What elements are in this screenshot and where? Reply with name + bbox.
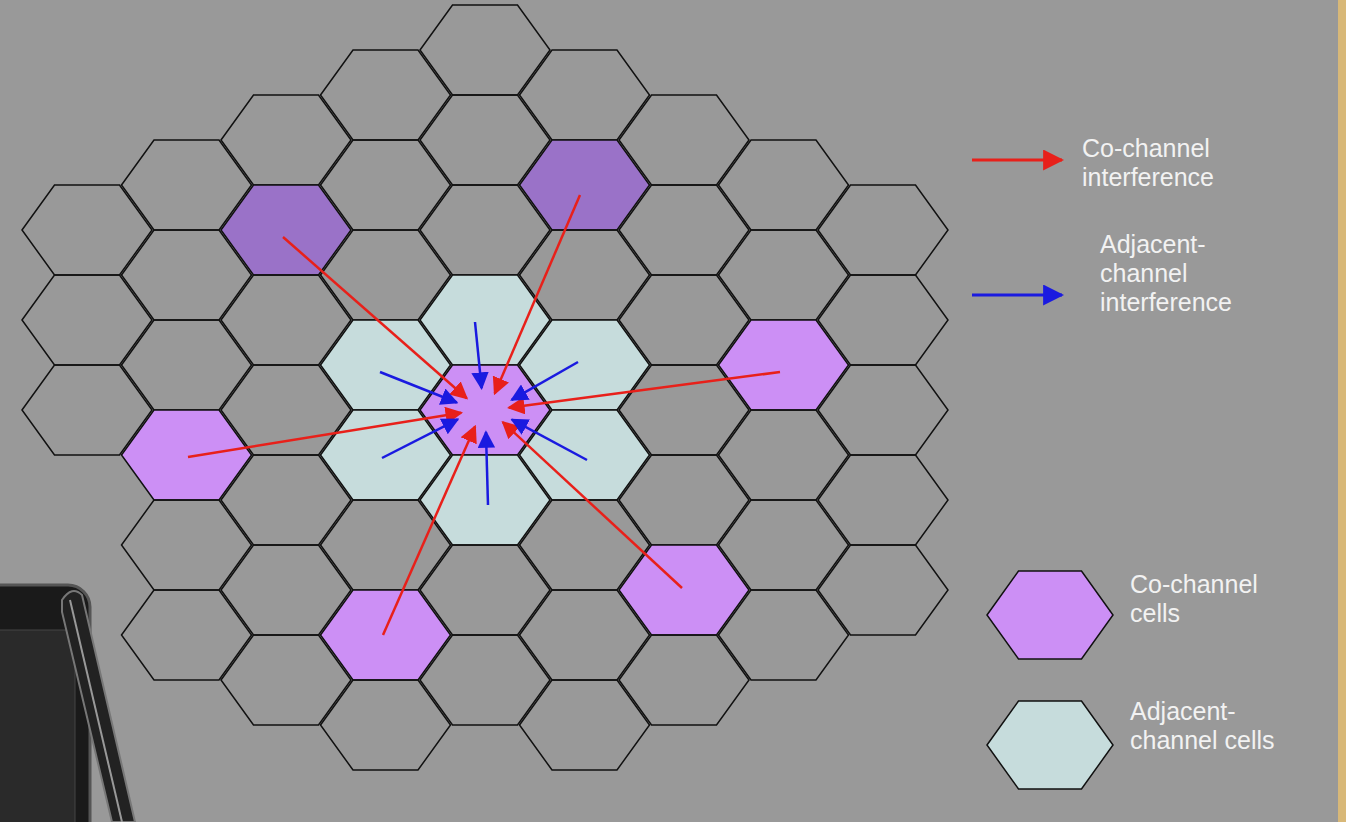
hex-cell <box>22 275 152 365</box>
legend-entry: Co-channel cells <box>1130 570 1280 628</box>
hex-cell <box>818 275 948 365</box>
hex-cell <box>420 545 550 635</box>
hex-cell <box>122 410 252 500</box>
legend-samples <box>972 160 1113 789</box>
hex-cell <box>22 185 152 275</box>
hex-cell <box>719 140 849 230</box>
blue-line-sample <box>972 294 1062 297</box>
interference-arrow <box>503 422 682 588</box>
interference-arrow <box>486 432 488 505</box>
hex-cell <box>520 230 650 320</box>
interference-arrow <box>475 322 482 388</box>
legend-entry: Co-channel interference <box>1082 134 1247 192</box>
hex-cell <box>122 590 252 680</box>
legend-swatch <box>987 701 1113 789</box>
interference-arrow <box>283 237 467 398</box>
legend-text: Adjacent-channel interference <box>1100 230 1265 317</box>
interference-arrow <box>512 362 578 400</box>
hex-cell <box>619 95 749 185</box>
legend-entry: Adjacent-channel cells <box>1130 697 1280 755</box>
hex-cell <box>719 320 849 410</box>
interference-arrow <box>382 419 458 458</box>
hex-cell <box>619 545 749 635</box>
hex-cell <box>520 140 650 230</box>
hex-cell <box>818 545 948 635</box>
hex-cell <box>719 590 849 680</box>
legend-text: Adjacent-channel cells <box>1130 697 1280 755</box>
interference-arrow <box>383 426 475 635</box>
hex-cell <box>221 95 351 185</box>
hex-cell <box>619 185 749 275</box>
hex-cell <box>221 185 351 275</box>
hex-cell <box>818 365 948 455</box>
phone-picture <box>0 585 135 822</box>
hex-cell <box>818 455 948 545</box>
hex-cell <box>420 635 550 725</box>
hex-cell <box>420 5 550 95</box>
hex-cell <box>619 455 749 545</box>
hex-cell <box>321 590 451 680</box>
interference-arrows <box>188 195 780 635</box>
legend-text: Co-channel cells <box>1130 570 1280 628</box>
legend-text: Co-channel interference <box>1082 134 1247 192</box>
hex-cell <box>619 635 749 725</box>
legend-swatch <box>987 571 1113 659</box>
red-line-sample <box>972 159 1062 162</box>
hex-cell <box>520 680 650 770</box>
hex-cell <box>818 185 948 275</box>
hex-cell <box>321 680 451 770</box>
hex-cell <box>719 500 849 590</box>
hex-cell <box>122 500 252 590</box>
interference-arrow <box>495 195 580 394</box>
hex-cell <box>719 410 849 500</box>
interference-arrow <box>380 372 457 403</box>
hex-cell <box>321 50 451 140</box>
hex-cell <box>719 230 849 320</box>
hex-cell <box>321 140 451 230</box>
hex-grid <box>22 5 948 770</box>
hex-cell <box>122 320 252 410</box>
legend-entry: Adjacent-channel interference <box>1100 230 1265 317</box>
interference-arrow <box>188 413 461 457</box>
hex-cell <box>520 50 650 140</box>
interference-arrow <box>512 420 587 460</box>
side-strip <box>1338 0 1346 822</box>
